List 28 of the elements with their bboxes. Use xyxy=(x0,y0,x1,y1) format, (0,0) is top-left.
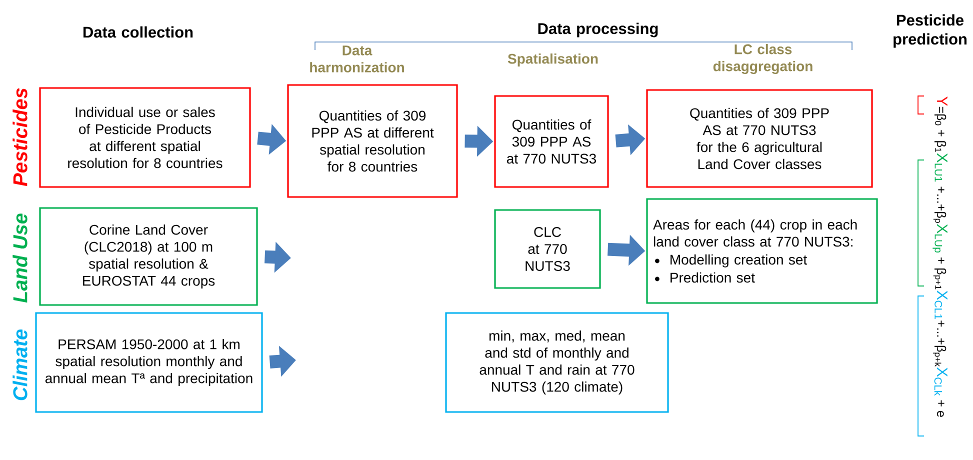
step-heading: LC class disaggregation xyxy=(713,44,812,74)
row-label: Pesticides xyxy=(12,88,28,186)
label: X$_{CLk}$ xyxy=(934,367,948,396)
label: X$_{LU1}$ xyxy=(934,153,948,182)
formula: Y=β$_{0}$ + β$_{1}$X$_{LU1}$ +...+β$_{p}$X$_{LUp}$ + β$_{p+1}$X$_{CL1}$+...+β$_{p+k}$X$_{CLk}$ + e xyxy=(932,96,948,417)
label: X$_{LUp}$ xyxy=(932,224,948,252)
column-heading: Data processing xyxy=(538,22,658,38)
process-box: Individual use or sales of Pesticide Products at different spatial resolution for 8 countries xyxy=(39,87,251,188)
process-box: Quantities of 309 PPP AS at different spatial resolution for 8 countries xyxy=(287,84,458,198)
label: Y xyxy=(937,96,948,106)
step-heading: Spatialisation xyxy=(508,53,598,67)
label: X$_{CL1}$ xyxy=(934,290,948,319)
process-box: PERSAM 1950-2000 at 1 km spatial resolution monthly and annual mean Tª and precipitation xyxy=(35,312,263,413)
label: =β$_{0}$ + β$_{1}$ xyxy=(934,106,946,152)
label: +...+β$_{p}$ xyxy=(933,186,946,223)
label: + β$_{p+1}$ xyxy=(933,258,946,290)
row-label: Climate xyxy=(12,329,28,400)
process-box: Quantities of 309 PPP AS at 770 NUTS3 for the 6 agricultural Land Cover classes xyxy=(646,89,873,188)
label: + e xyxy=(936,400,944,417)
column-heading: Pesticide prediction xyxy=(894,14,967,48)
process-box: CLC at 770 NUTS3 xyxy=(494,209,601,289)
process-box: Areas for each (44) crop in each land cover class at 770 NUTS3: Modelling creation set Prediction set xyxy=(646,198,878,304)
process-box: min, max, med, mean and std of monthly and annual T and rain at 770 NUTS3 (120 climate) xyxy=(445,312,669,413)
process-box: Corine Land Cover (CLC2018) at 100 m spatial resolution & EUROSTAT 44 crops xyxy=(39,207,258,306)
column-heading: Data collection xyxy=(83,26,193,38)
row-label: Land Use xyxy=(12,214,28,303)
label: +...+β$_{p+k}$ xyxy=(933,320,946,367)
process-box: Quantities of 309 PPP AS at 770 NUTS3 xyxy=(494,95,609,188)
